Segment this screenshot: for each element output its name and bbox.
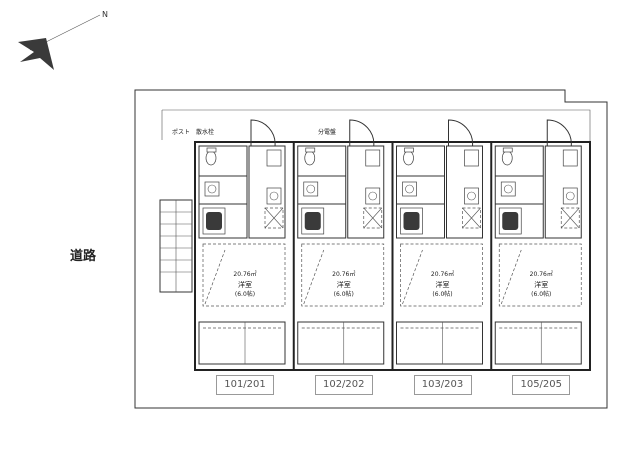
mailbox-label: ポスト [172, 129, 191, 136]
unit-module [292, 119, 385, 370]
unit-module [391, 119, 483, 370]
road-label: 道路 [70, 249, 97, 264]
unit-room-label: 洋室 [238, 281, 252, 289]
staircase [159, 199, 193, 293]
unit-number-label: 103/203 [421, 379, 464, 390]
water-tap-label: 散水栓 [196, 129, 215, 136]
unit-area-label: 20.76㎡ [233, 271, 257, 278]
unit-tatami-label: (6.0帖) [432, 291, 453, 298]
unit-number-label: 101/201 [224, 379, 266, 390]
meter-label: 分電盤 [318, 129, 337, 136]
unit-tatami-label: (6.0帖) [234, 291, 256, 298]
unit-area-label: 20.76㎡ [332, 271, 356, 278]
unit-number-box [512, 375, 571, 395]
unit-area-label: 20.76㎡ [529, 271, 553, 278]
unit-number-box [314, 375, 373, 395]
unit-number-label: 102/202 [322, 379, 365, 390]
unit-number-box [413, 375, 472, 395]
unit-room-label: 洋室 [336, 281, 351, 289]
unit-room-label: 洋室 [534, 281, 549, 289]
svg-text:N: N [102, 10, 108, 19]
unit-number-box [216, 375, 274, 395]
unit-tatami-label: (6.0帖) [333, 291, 354, 298]
unit-area-label: 20.76㎡ [430, 271, 455, 278]
site-boundary [134, 89, 608, 409]
unit-module [490, 119, 582, 370]
unit-room-label: 洋室 [435, 281, 450, 289]
unit-module [198, 119, 286, 365]
north-arrow-icon: N [18, 10, 108, 70]
unit-tatami-label: (6.0帖) [531, 291, 552, 298]
unit-number-label: 105/205 [520, 379, 563, 390]
